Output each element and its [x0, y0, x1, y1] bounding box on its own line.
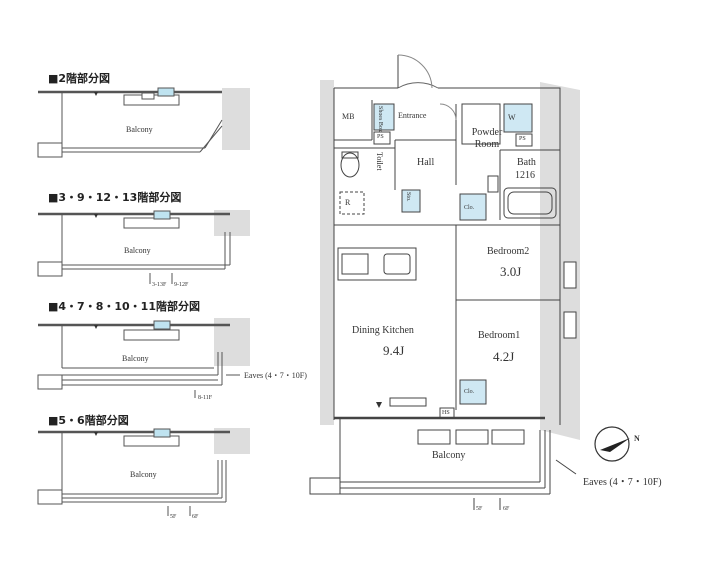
bath-size-label: 1216	[515, 170, 535, 181]
partial-4f-balcony: Balcony	[122, 354, 149, 363]
partial-2f-balcony: Balcony	[126, 125, 153, 134]
ps-label-2: PS	[519, 136, 526, 142]
entrance-label: Entrance	[398, 111, 427, 120]
dining-kitchen-label: Dining Kitchen	[352, 325, 414, 336]
partial-2f-heading: ■2階部分図	[48, 72, 111, 85]
partial-4f-heading: ■4・7・8・10・11階部分図	[48, 300, 200, 313]
partial-5f-balcony: Balcony	[130, 470, 157, 479]
compass-north-label: N	[634, 434, 640, 443]
main-plan	[309, 54, 580, 510]
hs-label: HS	[442, 410, 450, 416]
partial-4f-eaves: Eaves (4・7・10F)	[244, 371, 307, 380]
bedroom1-size: 4.2J	[493, 349, 515, 364]
ps-label-1: PS	[377, 134, 384, 140]
main-note-6f: 6F	[503, 506, 510, 512]
main-note-5f: 5F	[476, 506, 483, 512]
hall-label: Hall	[417, 157, 435, 168]
bedroom2-size: 3.0J	[500, 264, 522, 279]
r-label: R	[345, 198, 351, 207]
dining-kitchen-size: 9.4J	[383, 343, 405, 358]
shoes-box-label: Shoes Box	[377, 106, 383, 132]
partial-plan-5f	[37, 428, 250, 516]
main-eaves-label: Eaves (4・7・10F)	[583, 477, 662, 488]
mb-label: MB	[342, 112, 355, 121]
partial-3f-balcony: Balcony	[124, 246, 151, 255]
toilet-label: Toilet	[375, 152, 384, 171]
bath-label: Bath	[517, 157, 536, 168]
bedroom1-label: Bedroom1	[478, 330, 521, 341]
partial-5f-note-1: 5F	[170, 514, 177, 520]
partial-plan-2f	[37, 87, 250, 158]
w-label: W	[508, 113, 516, 122]
bedroom2-label: Bedroom2	[487, 246, 530, 257]
clo-label-1: Clo.	[464, 205, 475, 211]
sto-label: Sto.	[405, 192, 411, 202]
partial-plan-3f	[37, 210, 250, 284]
partial-4f-note-1: 8-11F	[198, 395, 213, 401]
clo-label-2: Clo.	[464, 389, 475, 395]
partial-5f-note-2: 6F	[192, 514, 199, 520]
partial-3f-note-1: 3-13F	[152, 282, 167, 288]
partial-plan-4f	[37, 318, 250, 398]
powder-room-label: Powder Room	[471, 127, 503, 150]
main-balcony-label: Balcony	[432, 450, 466, 461]
partial-3f-heading: ■3・9・12・13階部分図	[48, 191, 182, 204]
partial-3f-note-2: 9-12F	[174, 282, 189, 288]
partial-5f-heading: ■5・6階部分図	[48, 414, 129, 427]
compass-icon	[594, 426, 630, 462]
